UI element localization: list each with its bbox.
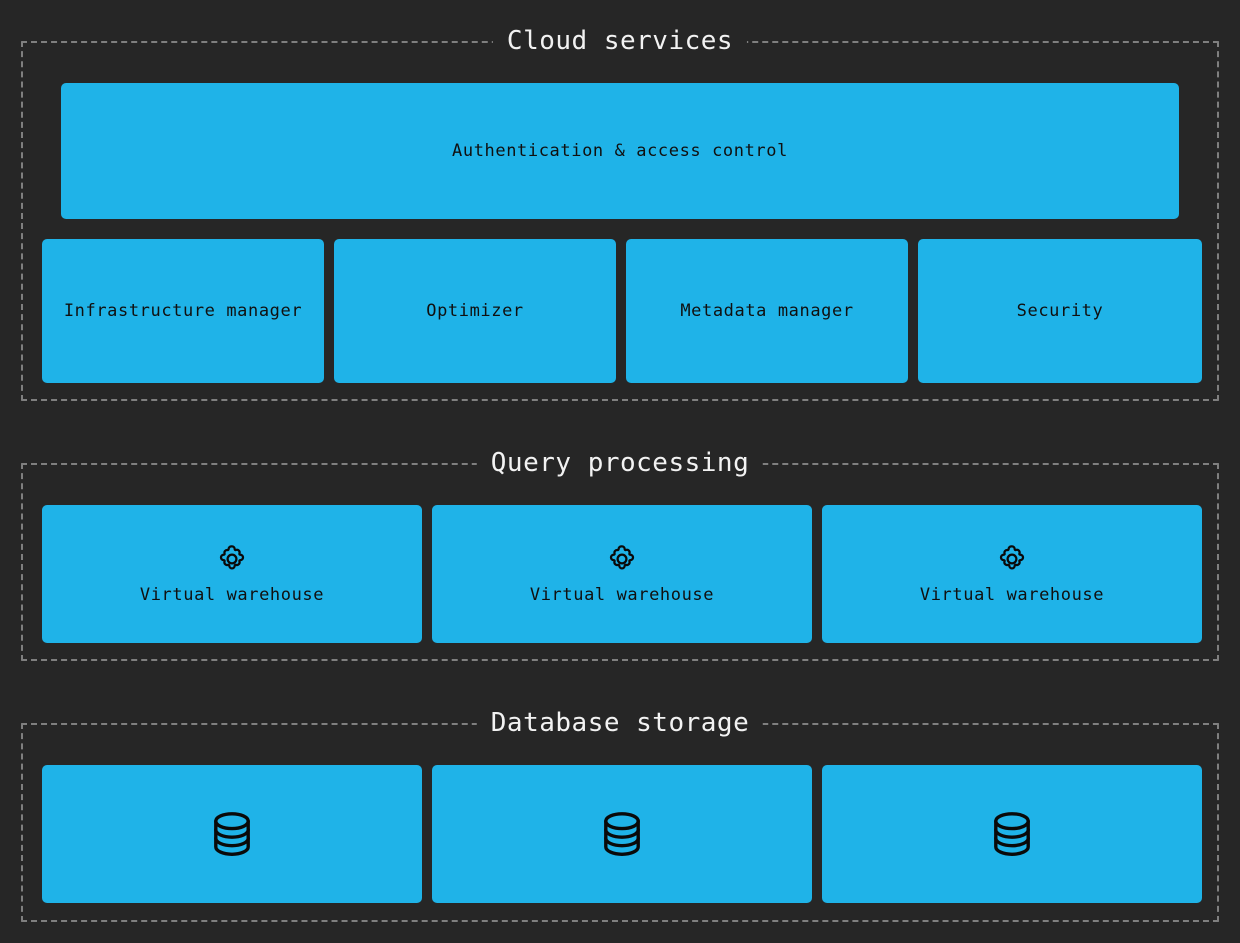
group-title-cloud-services: Cloud services bbox=[492, 26, 748, 56]
group-database-storage: Database storage bbox=[21, 708, 1219, 922]
group-title-query-processing: Query processing bbox=[476, 448, 764, 478]
gear-icon bbox=[215, 542, 249, 576]
card-label-optimizer: Optimizer bbox=[426, 301, 524, 321]
group-title-database-storage: Database storage bbox=[476, 708, 764, 738]
card-virtual-warehouse-2[interactable]: Virtual warehouse bbox=[432, 505, 812, 643]
card-security[interactable]: Security bbox=[918, 239, 1202, 383]
card-label-virtual-warehouse-3: Virtual warehouse bbox=[919, 585, 1105, 605]
database-icon bbox=[595, 807, 649, 861]
database-icon bbox=[985, 807, 1039, 861]
card-database-1[interactable] bbox=[42, 765, 422, 903]
card-label-security: Security bbox=[1016, 301, 1104, 321]
database-icon bbox=[205, 807, 259, 861]
card-database-2[interactable] bbox=[432, 765, 812, 903]
card-label-metadata-manager: Metadata manager bbox=[680, 301, 854, 321]
group-cloud-services: Cloud services Authentication & access c… bbox=[21, 26, 1219, 401]
card-virtual-warehouse-1[interactable]: Virtual warehouse bbox=[42, 505, 422, 643]
card-optimizer[interactable]: Optimizer bbox=[334, 239, 616, 383]
group-body-query-processing: Virtual warehouse Virtual warehouse bbox=[42, 465, 1202, 659]
group-query-processing: Query processing Virtual warehouse bbox=[21, 448, 1219, 661]
card-label-infrastructure-manager: Infrastructure manager bbox=[63, 301, 303, 321]
card-authentication[interactable]: Authentication & access control bbox=[61, 83, 1179, 219]
group-body-cloud-services: Authentication & access control Infrastr… bbox=[42, 43, 1202, 399]
group-body-database-storage bbox=[42, 725, 1202, 920]
card-database-3[interactable] bbox=[822, 765, 1202, 903]
card-label-virtual-warehouse-2: Virtual warehouse bbox=[529, 585, 715, 605]
card-virtual-warehouse-3[interactable]: Virtual warehouse bbox=[822, 505, 1202, 643]
card-label-authentication: Authentication & access control bbox=[452, 141, 788, 161]
card-label-virtual-warehouse-1: Virtual warehouse bbox=[139, 585, 325, 605]
card-metadata-manager[interactable]: Metadata manager bbox=[626, 239, 908, 383]
gear-icon bbox=[605, 542, 639, 576]
gear-icon bbox=[995, 542, 1029, 576]
card-infrastructure-manager[interactable]: Infrastructure manager bbox=[42, 239, 324, 383]
